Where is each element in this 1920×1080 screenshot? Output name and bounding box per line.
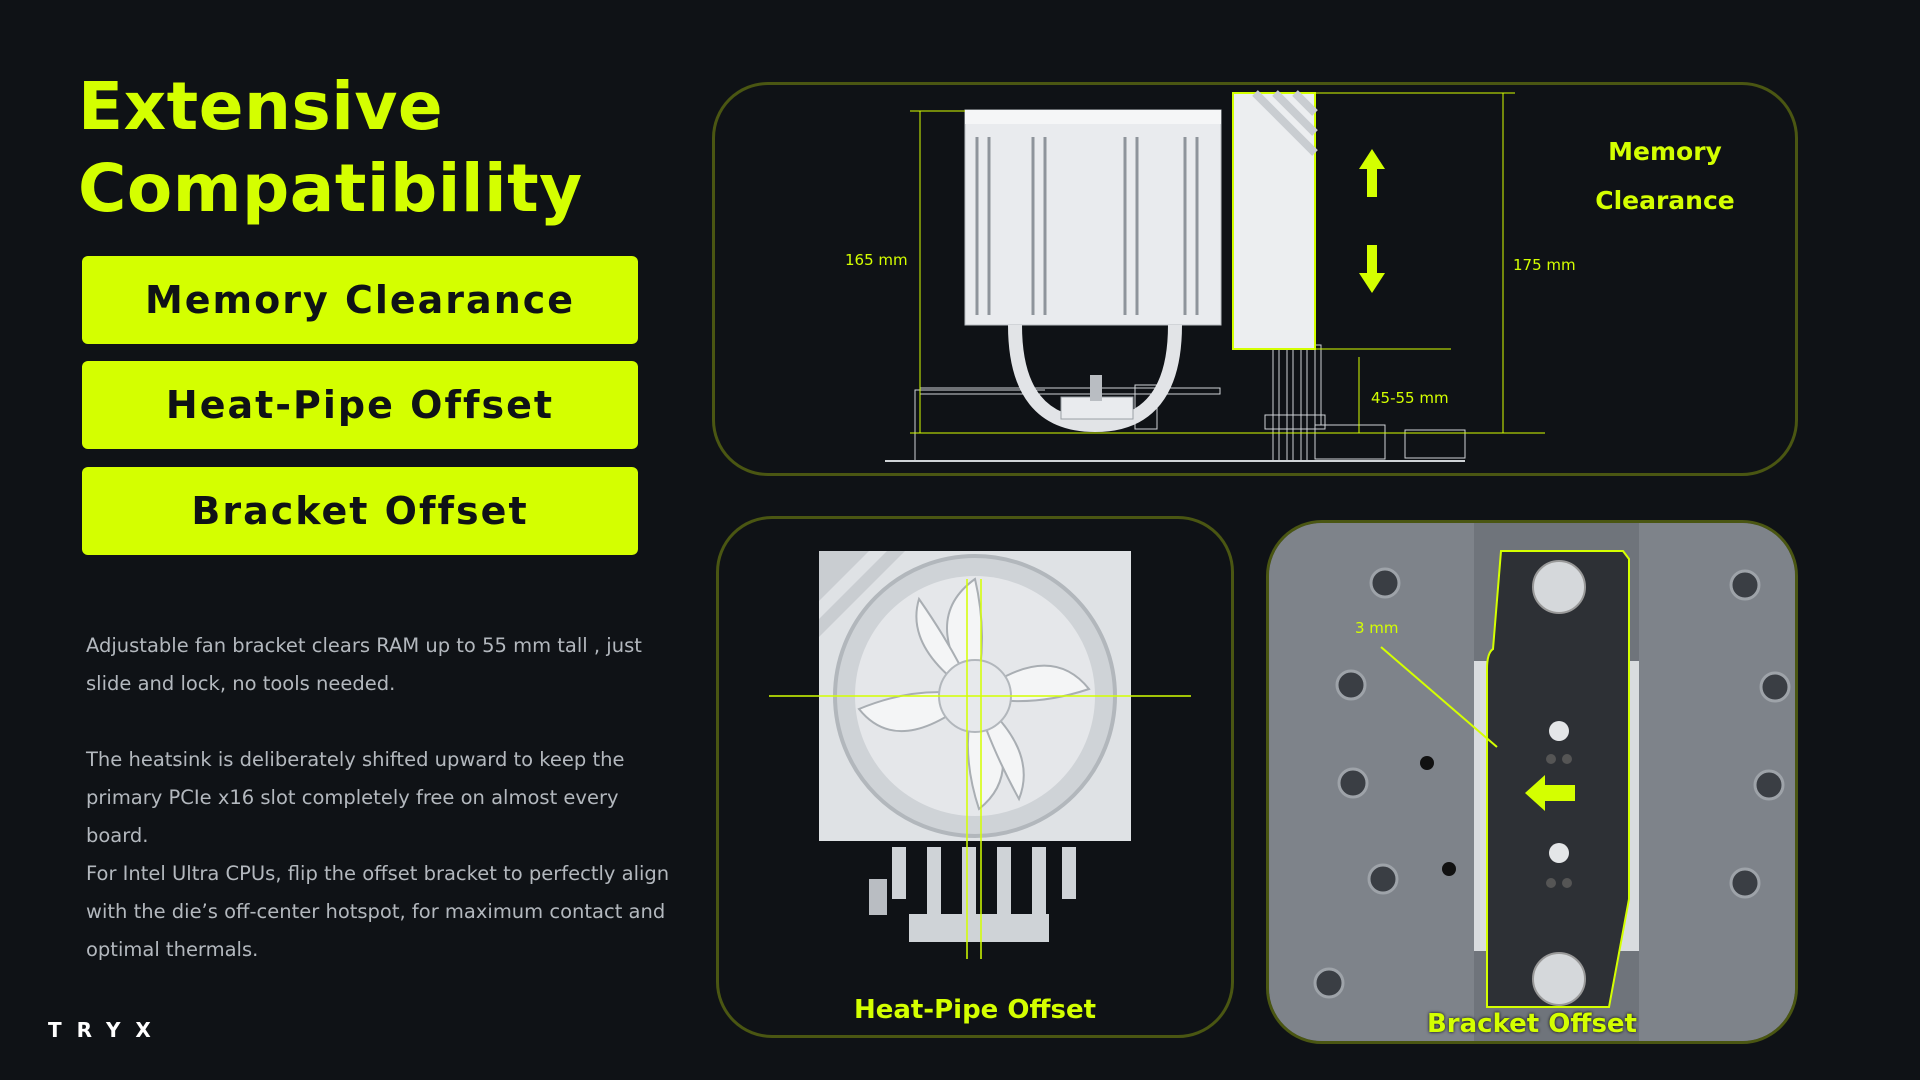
heat-pipe-offset-title: Heat-Pipe Offset xyxy=(853,995,1097,1025)
dim-total-height: 175 mm xyxy=(1513,256,1576,274)
cooler-icon xyxy=(964,109,1222,433)
memory-clearance-panel: Memory Clearance 165 mm 175 mm 45-55 mm xyxy=(712,82,1798,476)
bracket-offset-button[interactable]: Bracket Offset xyxy=(82,467,638,555)
memory-clearance-button[interactable]: Memory Clearance xyxy=(82,256,638,344)
brand-logo: TRYX xyxy=(48,1018,166,1042)
arrow-left-icon xyxy=(1525,775,1575,811)
memory-clearance-title-line-2: Clearance xyxy=(1595,186,1735,215)
page-title-line-2: Compatibility xyxy=(78,150,583,227)
memory-clearance-title-line-1: Memory xyxy=(1608,137,1722,166)
cooler-front-diagram xyxy=(769,551,1191,959)
dim-cooler-height: 165 mm xyxy=(845,251,908,269)
heat-pipe-offset-button[interactable]: Heat-Pipe Offset xyxy=(82,361,638,449)
bracket-icon xyxy=(1486,550,1630,1008)
description-memory-clearance: Adjustable fan bracket clears RAM up to … xyxy=(86,634,642,695)
memory-clearance-title: Memory Clearance xyxy=(1565,127,1765,225)
bracket-offset-title: Bracket Offset xyxy=(1426,1009,1637,1039)
description-heat-pipe-offset: The heatsink is deliberately shifted upw… xyxy=(86,748,625,847)
arrow-down-icon xyxy=(1359,245,1385,293)
arrow-up-icon xyxy=(1359,149,1385,197)
heat-pipe-offset-panel: Heat-Pipe Offset xyxy=(716,516,1234,1038)
bracket-diagram xyxy=(1269,523,1795,1041)
description-bracket-offset: For Intel Ultra CPUs, flip the offset br… xyxy=(86,862,670,961)
cooler-side-diagram xyxy=(885,90,1545,462)
page-title: Extensive Compatibility xyxy=(78,66,583,230)
heat-pipes-icon xyxy=(869,847,1076,942)
page-title-line-1: Extensive xyxy=(78,68,444,145)
motherboard-icon xyxy=(885,344,1466,462)
dim-ram-height: 45-55 mm xyxy=(1371,389,1449,407)
bracket-offset-panel: 3 mm Bracket Offset xyxy=(1266,520,1798,1044)
dim-bracket-offset: 3 mm xyxy=(1355,619,1399,637)
fan-side-icon xyxy=(1232,90,1318,350)
